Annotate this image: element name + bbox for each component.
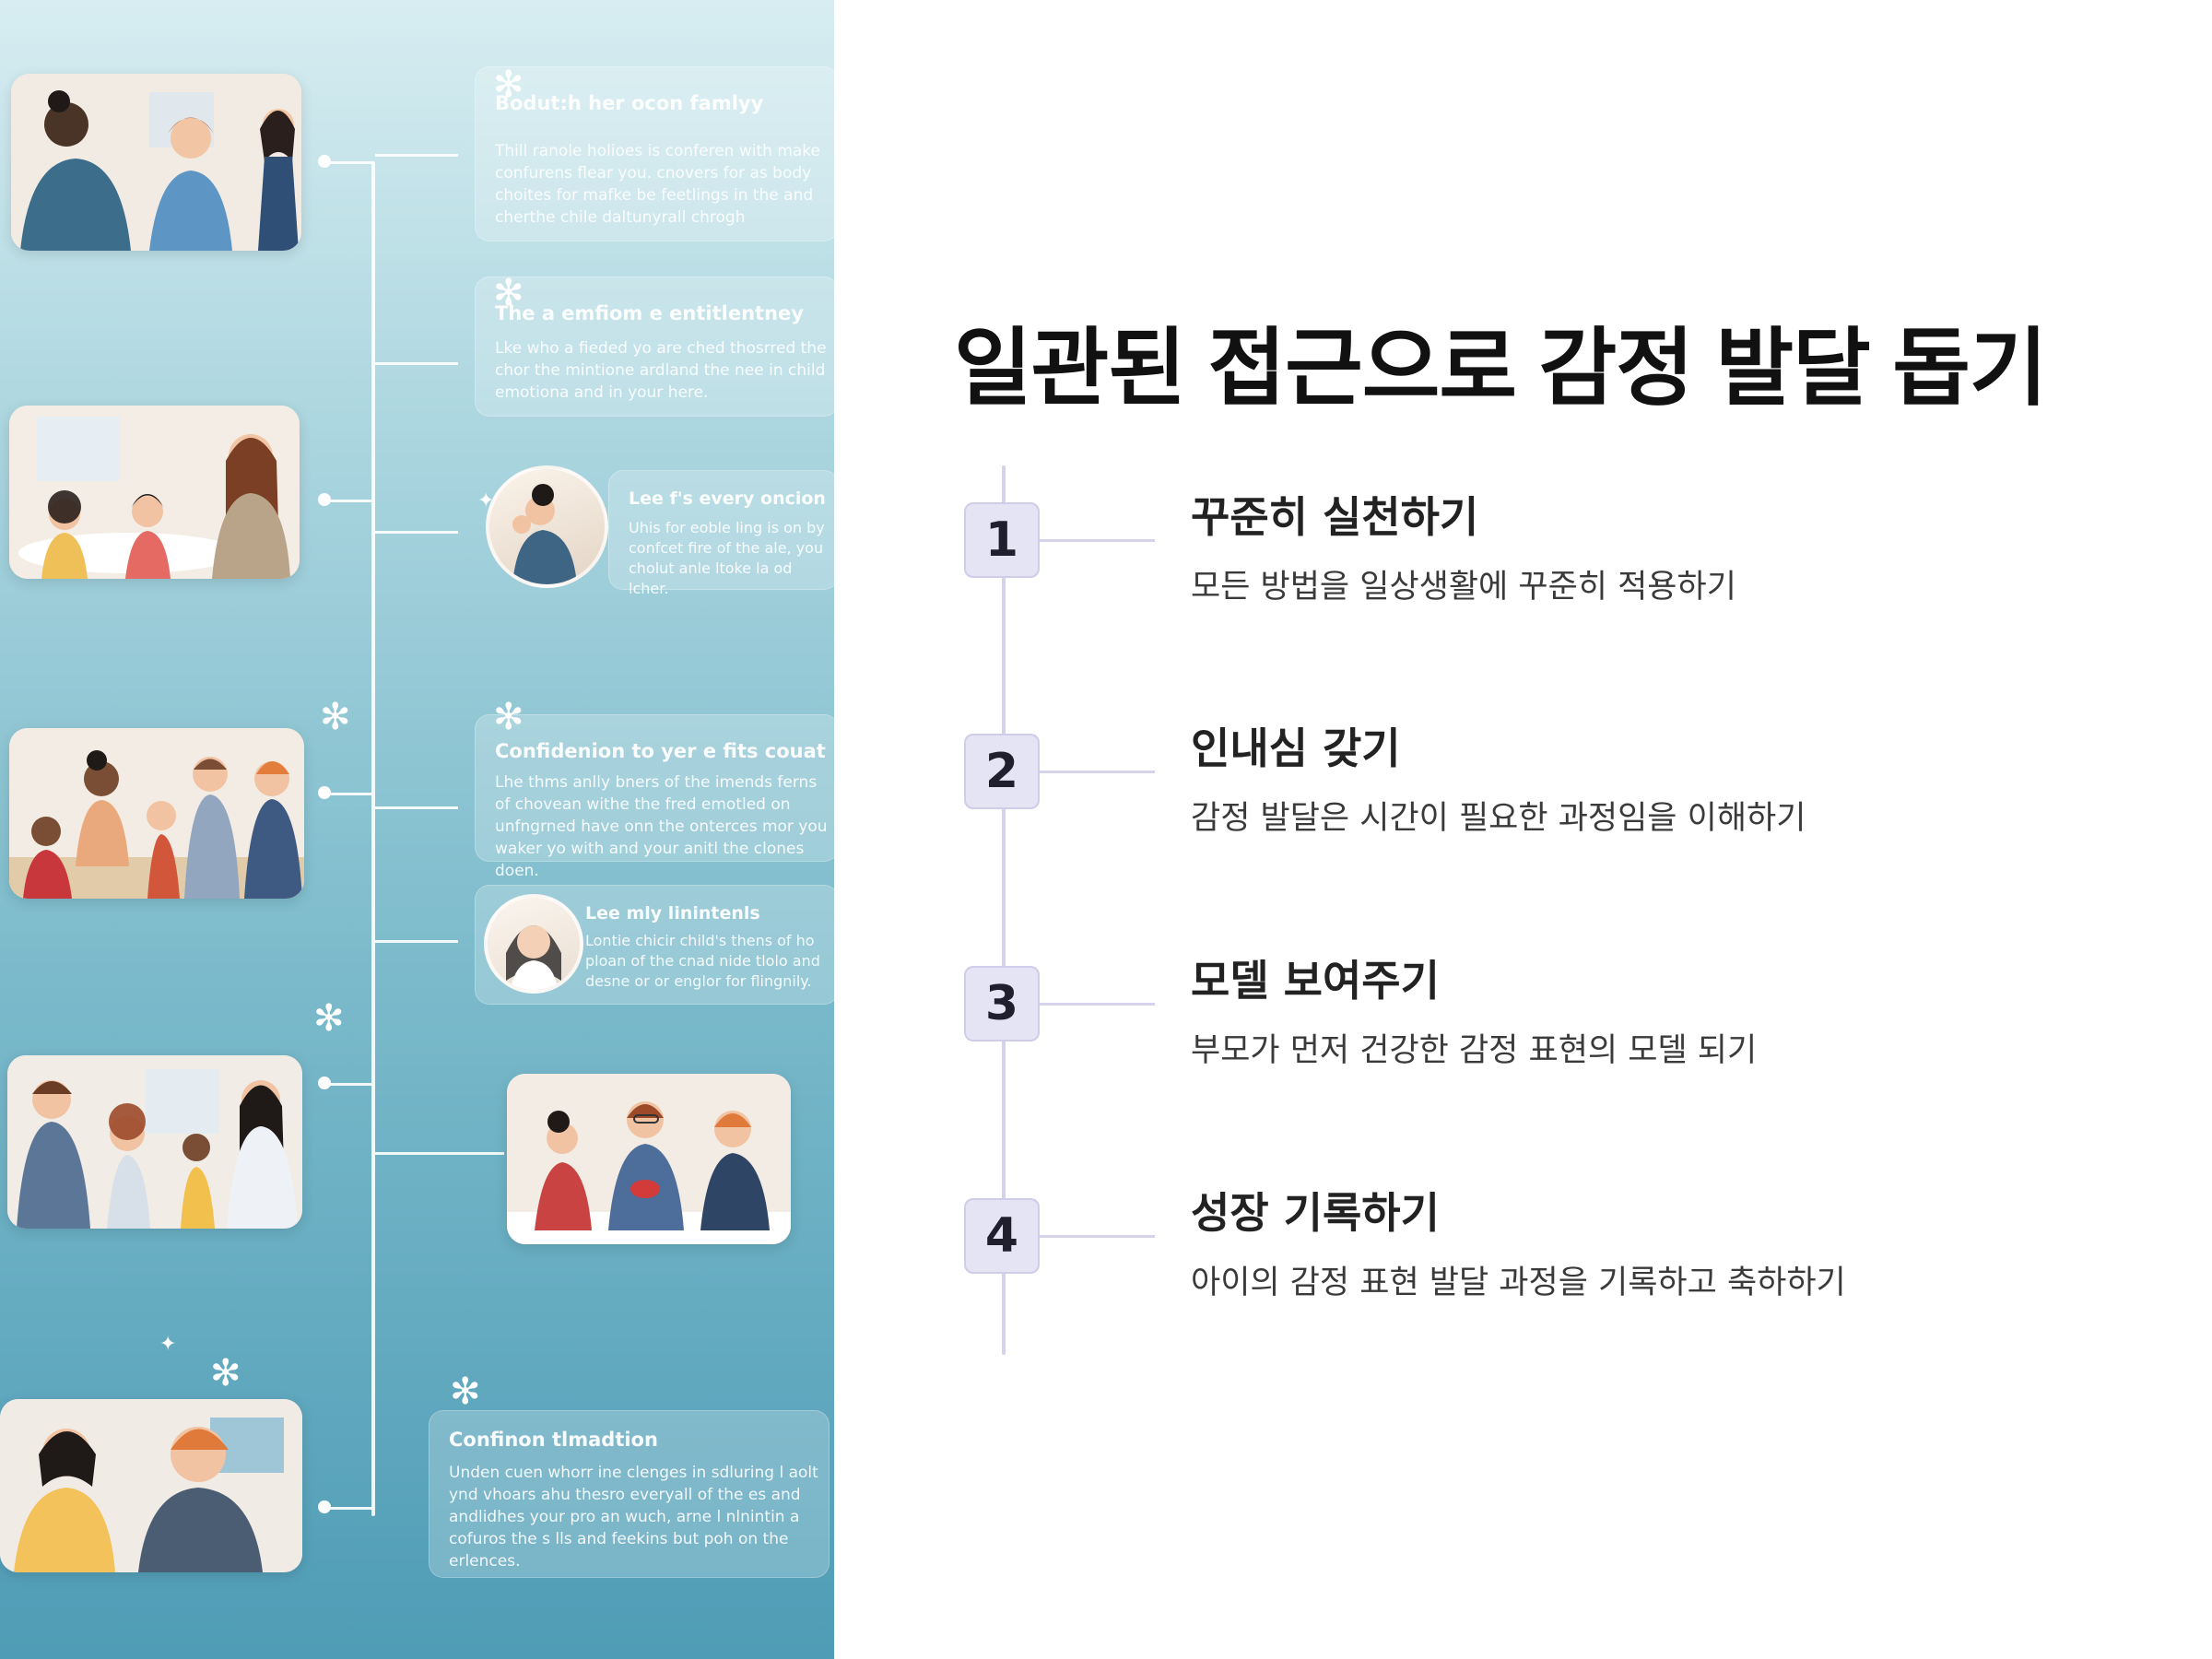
timeline-step-1: 1 꾸준히 실천하기 모든 방법을 일상생활에 꾸준히 적용하기 [0, 465, 2212, 613]
info-card-body: Lontie chicir child's thens of ho ploan … [585, 932, 820, 990]
info-card-body: Uhis for eoble ling is on by confcet fir… [629, 519, 825, 597]
branch-node [318, 1500, 331, 1513]
info-card-title: Confidenion to yer e fits couation [495, 740, 826, 762]
illustration-family-table [507, 1074, 791, 1244]
info-card-title: The a emfiom e entitlentney [495, 302, 804, 324]
illustration-mother-father-child [0, 1399, 302, 1572]
info-card-title: Lee f's every oncion [629, 488, 826, 509]
step-number-badge: 1 [964, 502, 1040, 578]
family-illustration: ✻ ✻ ✻ ✻ ✻ ✻ ✻ ✦ ✦ [0, 0, 834, 1659]
timeline-step-2: 2 인내심 갖기 감정 발달은 시간이 필요한 과정임을 이해하기 [0, 697, 2212, 844]
step-title: 꾸준히 실천하기 [1191, 492, 1479, 542]
info-card-body: Unden cuen whorr ine clenges in sdluring… [449, 1464, 818, 1571]
illustration-mother-child [11, 74, 301, 251]
step-title: 인내심 갖기 [1191, 724, 1401, 773]
avatar-parent-child [486, 465, 608, 588]
step-description: 아이의 감정 표현 발달 과정을 기록하고 축하하기 [1191, 1265, 1846, 1301]
info-card-3: Lee f's every oncion Uhis for eoble ling… [608, 470, 834, 597]
info-card-body: Lhe thms anlly bners of the imends ferns… [495, 773, 828, 880]
branch-right-2 [375, 362, 458, 365]
branch-node [318, 1077, 331, 1089]
branch-left-5 [324, 1507, 372, 1510]
branch-right-5 [375, 940, 458, 943]
sparkle-icon: ✻ [493, 64, 524, 106]
branch-left-3 [324, 793, 372, 795]
info-card-title: Lee mly linintenls [585, 903, 760, 924]
step-description: 부모가 먼저 건강한 감정 표현의 모델 되기 [1191, 1032, 1758, 1069]
step-title: 성장 기록하기 [1191, 1188, 1440, 1238]
sparkle-icon: ✻ [450, 1371, 481, 1413]
branch-node [318, 493, 331, 506]
info-card-1: Bodut:h her ocon famlyy Thill ranole hol… [475, 66, 834, 241]
step-connector [1040, 1235, 1155, 1238]
branch-left-4 [324, 1083, 372, 1086]
page-title: 일관된 접근으로 감정 발달 돕기 [954, 322, 2048, 416]
info-card-6: Confinon tlmadtion Unden cuen whorr ine … [429, 1410, 830, 1578]
branch-left-1 [324, 161, 372, 164]
branch-node [318, 786, 331, 799]
info-card-body: Thill ranole holioes is conferen with ma… [495, 142, 820, 227]
step-number-badge: 3 [964, 966, 1040, 1041]
avatar-girl [484, 894, 583, 994]
branch-left-2 [324, 500, 372, 502]
illustration-parents-kids [7, 1055, 302, 1229]
illustration-family-group [9, 728, 304, 899]
info-card-2: The a emfiom e entitlentney Lke who a fi… [475, 276, 834, 417]
branch-node [318, 155, 331, 168]
sparkle-icon: ✻ [493, 696, 524, 738]
sparkle-icon: ✻ [320, 696, 351, 738]
timeline-step-4: 4 성장 기록하기 아이의 감정 표현 발달 과정을 기록하고 축하하기 [0, 1161, 2212, 1309]
timeline-step-3: 3 모델 보여주기 부모가 먼저 건강한 감정 표현의 모델 되기 [0, 929, 2212, 1077]
step-number-badge: 4 [964, 1198, 1040, 1274]
step-description: 감정 발달은 시간이 필요한 과정임을 이해하기 [1191, 800, 1806, 837]
step-title: 모델 보여주기 [1191, 956, 1440, 1006]
step-connector [1040, 539, 1155, 542]
step-number-badge: 2 [964, 734, 1040, 809]
info-card-title: Confinon tlmadtion [449, 1429, 658, 1451]
info-card-body: Lke who a fieded yo are ched thosrred th… [495, 339, 827, 402]
branch-right-3 [375, 531, 458, 534]
sparkle-icon: ✦ [159, 1333, 177, 1356]
sparkle-icon: ✻ [313, 997, 345, 1040]
timeline-line [1002, 465, 1006, 1355]
illustration-table-play [9, 406, 300, 579]
timeline-trunk [371, 161, 375, 1516]
info-card-4: Confidenion to yer e fits couation Lhe t… [475, 714, 834, 880]
info-card-title: Bodut:h her ocon famlyy [495, 92, 764, 114]
step-description: 모든 방법을 일상생활에 꾸준히 적용하기 [1191, 569, 1736, 606]
sparkle-icon: ✻ [210, 1352, 241, 1394]
sparkle-icon: ✻ [493, 272, 524, 314]
branch-right-4 [375, 806, 458, 809]
step-connector [1040, 771, 1155, 773]
branch-right-6 [375, 1152, 504, 1155]
step-connector [1040, 1003, 1155, 1006]
branch-right-1 [375, 154, 458, 157]
info-card-5: Lee mly linintenls Lontie chicir child's… [475, 885, 834, 1005]
